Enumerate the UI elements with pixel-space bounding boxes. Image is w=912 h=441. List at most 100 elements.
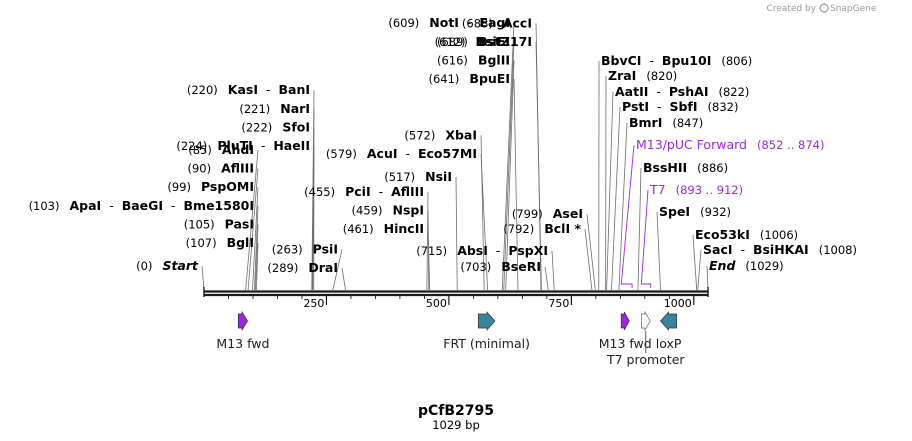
enzyme-name: BstZ17I xyxy=(478,34,532,49)
enzyme-name: PluTI xyxy=(217,138,253,153)
name-separator: - xyxy=(737,242,749,257)
enzyme-name: NarI xyxy=(280,101,310,116)
site-leader xyxy=(697,249,702,291)
feature-label: FRT (minimal) xyxy=(443,336,530,351)
site-position: (932) xyxy=(700,205,731,219)
site-label: (220)KasI - BanI xyxy=(187,82,310,97)
enzyme-name: Eco57MI xyxy=(418,146,477,161)
enzyme-name: SbfI xyxy=(669,99,697,114)
site-position: (886) xyxy=(697,161,728,175)
site-position: (799) xyxy=(512,207,543,221)
site-position: (792) xyxy=(503,222,534,236)
primer-name: T7 xyxy=(649,182,666,197)
site-leader xyxy=(606,91,614,291)
name-separator: - xyxy=(653,99,665,114)
site-label: ZraI(820) xyxy=(608,68,677,83)
site-leader xyxy=(544,266,549,291)
site-label: (221)NarI xyxy=(239,101,310,116)
site-position: (609) xyxy=(388,16,419,30)
site-label: (641)BpuEI xyxy=(428,71,510,86)
site-label: (799) AseI xyxy=(512,206,583,221)
dna-backbone xyxy=(203,287,709,297)
site-label: (0)Start xyxy=(136,258,199,273)
site-leader xyxy=(656,211,661,291)
site-position: (572) xyxy=(404,128,435,142)
site-position: (517) xyxy=(384,170,415,184)
site-position: (107) xyxy=(186,236,217,250)
site-label: BbvCI - Bpu10I(806) xyxy=(601,53,752,68)
site-label: (715)AbsI - PspXI xyxy=(416,243,548,258)
site-position: (224) xyxy=(176,139,207,153)
site-position: (852 .. 874) xyxy=(757,138,825,152)
site-label: (455)PciI - AflIII xyxy=(304,184,424,199)
site-position: (820) xyxy=(646,69,677,83)
site-leader xyxy=(637,167,642,291)
enzyme-name: AbsI xyxy=(457,243,488,258)
site-leader xyxy=(255,224,259,291)
enzyme-name: BanI xyxy=(278,82,310,97)
site-label: (616) BglII xyxy=(437,52,510,67)
feature-arrow xyxy=(237,310,249,332)
site-leader xyxy=(455,176,458,291)
site-position: (90) xyxy=(187,162,211,176)
site-label: (579)AcuI - Eco57MI xyxy=(326,146,477,161)
site-label: (99)PspOMI xyxy=(167,179,254,194)
map-length: 1029 bp xyxy=(432,418,480,432)
site-leader xyxy=(611,106,621,291)
site-label: (85)AhdI xyxy=(188,142,254,157)
enzyme-name: AatII xyxy=(615,84,648,99)
site-leader xyxy=(501,23,515,291)
site-position: (703) xyxy=(460,260,491,274)
credit-text: Created by xyxy=(766,4,816,14)
site-leader xyxy=(505,60,515,291)
site-position: (103) xyxy=(29,199,60,213)
enzyme-name: AseI xyxy=(553,206,583,221)
site-position: (579) xyxy=(326,147,357,161)
enzyme-name: EagI xyxy=(479,15,510,30)
site-leader xyxy=(254,205,259,291)
site-leader xyxy=(201,265,205,291)
enzyme-name: Eco53kI xyxy=(695,227,750,242)
feature-label: loxP xyxy=(656,336,682,351)
site-label: (517)NsiI xyxy=(384,169,452,184)
enzyme-name: PspXI xyxy=(508,243,548,258)
site-leader xyxy=(551,250,555,291)
site-label: (222)SfoI xyxy=(241,119,310,134)
site-label: (224)PluTI - HaeII xyxy=(176,138,310,153)
enzyme-name: PstI xyxy=(622,99,649,114)
enzyme-name: BbvCI xyxy=(601,53,641,68)
enzyme-name: AccI xyxy=(503,15,532,30)
site-position: (263) xyxy=(272,242,303,256)
enzyme-name: Bme1580I xyxy=(184,198,254,213)
site-position: (459) xyxy=(352,203,383,217)
site-leader xyxy=(586,213,596,291)
site-leader xyxy=(513,78,519,291)
site-leader xyxy=(503,41,515,291)
enzyme-name: BglII xyxy=(478,52,510,67)
site-position: (822) xyxy=(718,85,749,99)
feature-arrow xyxy=(660,311,678,331)
site-label: (459)NspI xyxy=(352,202,424,217)
site-leader xyxy=(535,41,542,291)
site-position: (99) xyxy=(167,180,191,194)
feature-arrow xyxy=(477,311,496,331)
enzyme-name: BpuEI xyxy=(469,71,510,86)
enzyme-name: SacI xyxy=(703,242,733,257)
site-position: (616) xyxy=(437,53,468,67)
enzyme-name: KasI xyxy=(228,82,258,97)
site-leader xyxy=(427,228,431,291)
enzyme-name: DraI xyxy=(308,260,338,275)
enzyme-name: AflIII xyxy=(221,161,254,176)
name-separator: - xyxy=(262,82,274,97)
enzyme-name: SfoI xyxy=(282,119,310,134)
site-label: M13/pUC Forward(852 .. 874) xyxy=(636,137,824,152)
site-leader xyxy=(247,168,259,291)
feature-label: M13 fwd xyxy=(599,336,652,351)
enzyme-name: BclI * xyxy=(544,221,581,236)
site-label: (609)NotI - EagI xyxy=(388,15,510,30)
name-separator: - xyxy=(492,243,504,258)
enzyme-name: BsiHKAI xyxy=(753,242,809,257)
tick-label: 250 xyxy=(303,297,324,310)
